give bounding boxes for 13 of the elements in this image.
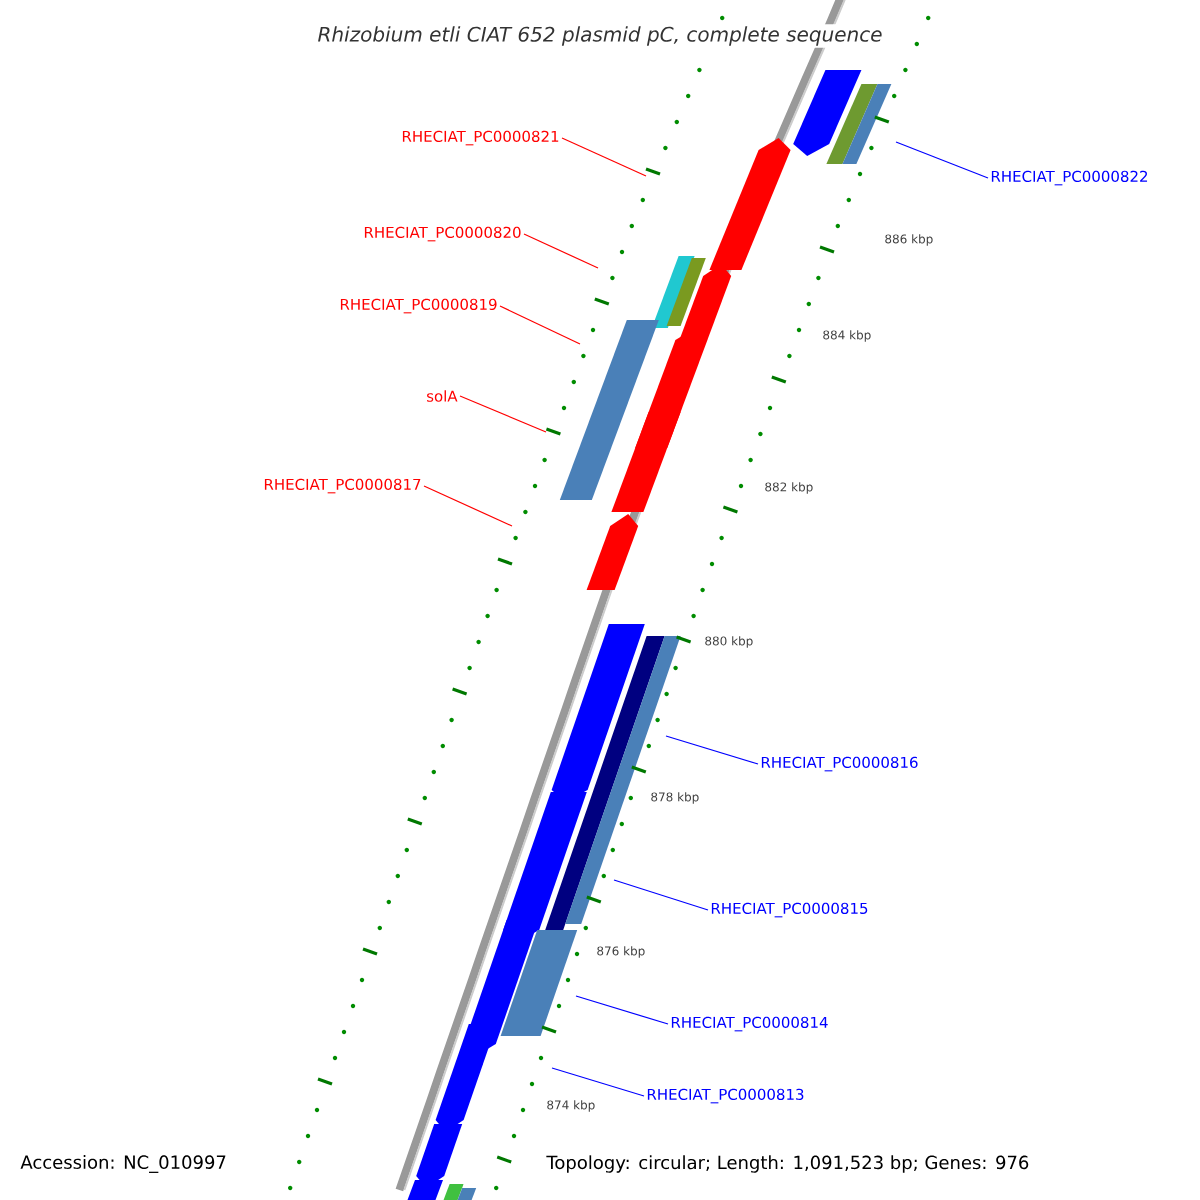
title: Rhizobium etli CIAT 652 plasmid pC, complete sequence xyxy=(315,24,885,48)
leader-line xyxy=(665,735,759,765)
leader-line xyxy=(459,395,547,433)
leader-line xyxy=(561,137,647,177)
leader-line xyxy=(551,1067,645,1097)
leader-line xyxy=(613,879,709,911)
accession-text: Accession: NC_010997 xyxy=(20,1155,226,1173)
leader-line xyxy=(499,305,581,345)
summary-text: Topology: circular; Length: 1,091,523 bp; Genes: 976 xyxy=(546,1155,1029,1173)
leader-line xyxy=(895,141,989,179)
leader-line xyxy=(575,995,669,1025)
leader-line xyxy=(423,485,513,527)
leader-line xyxy=(523,233,599,269)
